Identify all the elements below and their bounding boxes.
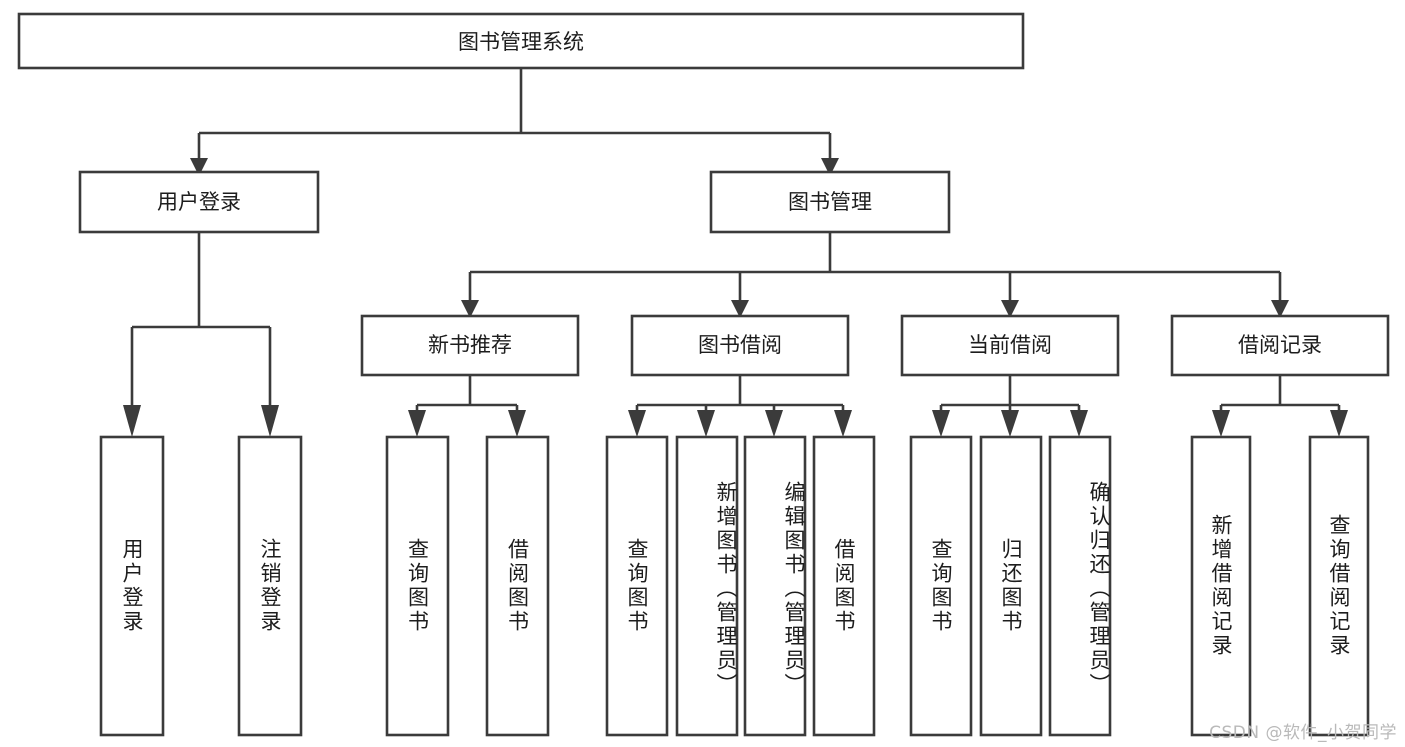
leaf-box-new-book-0[interactable] bbox=[385, 435, 450, 737]
connector-group bbox=[123, 68, 1348, 437]
csdn-watermark: CSDN @软件_小贺同学 bbox=[1209, 723, 1397, 743]
horizontal-label-group: 图书管理系统 用户登录 图书管理 新书推荐 图书借阅 当前借阅 借阅记录 bbox=[157, 30, 1322, 357]
node-borrow-record[interactable] bbox=[1170, 314, 1390, 377]
leaf-box-borrow-record-1[interactable] bbox=[1308, 435, 1370, 737]
label-user-login: 用户登录 bbox=[157, 190, 241, 214]
node-book-borrow[interactable] bbox=[630, 314, 850, 377]
label-book-management: 图书管理 bbox=[788, 190, 872, 214]
node-user-login[interactable] bbox=[78, 170, 320, 234]
arrow-book-borrow-l1 bbox=[628, 410, 646, 437]
leaf-box-book-borrow-1[interactable] bbox=[675, 435, 739, 737]
label-borrow-record: 借阅记录 bbox=[1238, 333, 1322, 357]
node-new-book-recommend[interactable] bbox=[360, 314, 580, 377]
leaf-box-current-borrow-2[interactable] bbox=[1048, 435, 1112, 737]
leaf-box-user-login-0[interactable] bbox=[99, 435, 165, 737]
arrow-root-to-user-login bbox=[190, 158, 208, 176]
arrow-book-mgmt-c2 bbox=[731, 300, 749, 318]
arrow-new-book-l2 bbox=[508, 410, 526, 437]
arrow-book-mgmt-c1 bbox=[461, 300, 479, 318]
node-book-management[interactable] bbox=[709, 170, 951, 234]
arrow-book-mgmt-c4 bbox=[1271, 300, 1289, 318]
arrow-new-book-l1 bbox=[408, 410, 426, 437]
arrow-borrow-record-l2 bbox=[1330, 410, 1348, 437]
arrow-book-borrow-l4 bbox=[834, 410, 852, 437]
leaf-box-book-borrow-0[interactable] bbox=[605, 435, 669, 737]
arrow-user-login-l2 bbox=[261, 405, 279, 437]
arrow-current-borrow-l3 bbox=[1070, 410, 1088, 437]
arrow-borrow-record-l1 bbox=[1212, 410, 1230, 437]
leaf-box-new-book-1[interactable] bbox=[485, 435, 550, 737]
leaf-box-user-login-1[interactable] bbox=[237, 435, 303, 737]
leaf-box-book-borrow-3[interactable] bbox=[812, 435, 876, 737]
leaf-box-current-borrow-1[interactable] bbox=[979, 435, 1043, 737]
arrow-book-mgmt-c3 bbox=[1001, 300, 1019, 318]
arrow-root-to-book-mgmt bbox=[821, 158, 839, 176]
arrow-current-borrow-l1 bbox=[932, 410, 950, 437]
arrow-current-borrow-l2 bbox=[1001, 410, 1019, 437]
arrow-book-borrow-l2 bbox=[697, 410, 715, 437]
label-new-book-recommend: 新书推荐 bbox=[428, 333, 512, 357]
arrow-user-login-l1 bbox=[123, 405, 141, 437]
leaf-box-book-borrow-2[interactable] bbox=[743, 435, 807, 737]
leaf-box-current-borrow-0[interactable] bbox=[909, 435, 973, 737]
node-current-borrow[interactable] bbox=[900, 314, 1120, 377]
label-root: 图书管理系统 bbox=[458, 30, 584, 54]
node-box-group bbox=[17, 12, 1390, 737]
arrow-book-borrow-l3 bbox=[765, 410, 783, 437]
label-book-borrow: 图书借阅 bbox=[698, 333, 782, 357]
leaf-box-borrow-record-0[interactable] bbox=[1190, 435, 1252, 737]
label-current-borrow: 当前借阅 bbox=[968, 333, 1052, 357]
node-root[interactable] bbox=[17, 12, 1025, 70]
